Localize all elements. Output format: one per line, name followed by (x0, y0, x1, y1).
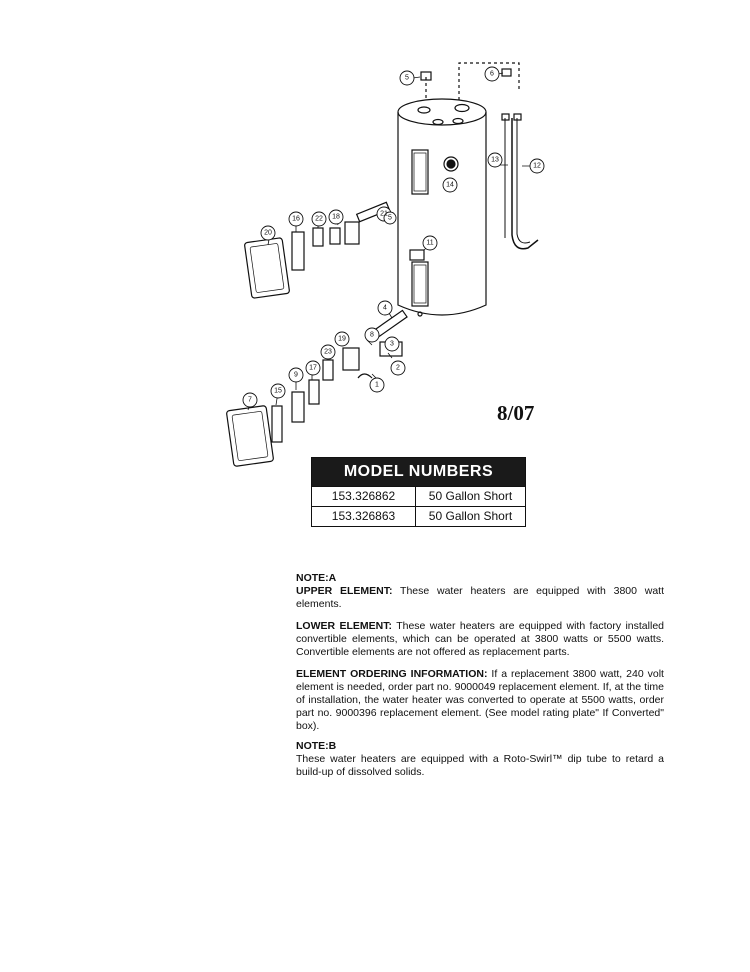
callout-label: 12 (533, 163, 541, 170)
callout-label: 19 (338, 336, 346, 343)
notes-section: NOTE:A UPPER ELEMENT: These water heater… (296, 572, 664, 788)
callout-label: 17 (309, 365, 317, 372)
upper-element-text: These water heaters are equipped with 38… (296, 585, 665, 610)
callout-label: 14 (446, 182, 454, 189)
upper-element-note: UPPER ELEMENT: These water heaters are e… (296, 585, 664, 611)
upper-cover (244, 237, 290, 299)
callout-label: 22 (315, 216, 323, 223)
callout-label: 1 (375, 382, 379, 389)
lower-access-opening (411, 261, 429, 307)
callout-label: 13 (491, 157, 499, 164)
note-b-heading: NOTE:B (296, 740, 337, 752)
tank-top (397, 98, 487, 126)
model-description: 50 Gallon Short (428, 509, 513, 523)
model-numbers-table: MODEL NUMBERS 153.326862 50 Gallon Short… (311, 457, 526, 527)
callout-label: 6 (490, 71, 494, 78)
table-row: 153.326863 50 Gallon Short (312, 506, 525, 526)
ordering-info-note: ELEMENT ORDERING INFORMATION: If a repla… (296, 668, 664, 733)
tank-body (397, 112, 487, 316)
note-a-heading: NOTE:A (296, 572, 337, 584)
callout-label: 4 (383, 305, 387, 312)
callout-label: 23 (324, 349, 332, 356)
callout-label: 9 (294, 372, 298, 379)
model-description: 50 Gallon Short (428, 489, 513, 503)
callout-label: 20 (264, 230, 272, 237)
table-row: 153.326862 50 Gallon Short (312, 486, 525, 506)
rating-plate (443, 156, 459, 172)
callouts (242, 66, 545, 408)
model-number: 153.326862 (312, 487, 416, 506)
dip-tube (511, 118, 539, 250)
callout-label: 18 (332, 214, 340, 221)
upper-access-opening (411, 149, 429, 195)
callout-label: 21 (380, 211, 388, 218)
upper-element-label: UPPER ELEMENT: (296, 585, 393, 597)
lower-element-label: LOWER ELEMENT: (296, 620, 392, 632)
callout-label: 5 (405, 75, 409, 82)
callout-label: 5 (388, 215, 392, 222)
model-table-title: MODEL NUMBERS (312, 458, 525, 486)
model-number: 153.326863 (312, 507, 416, 526)
ordering-info-text: If a replacement 3800 watt, 240 volt ele… (296, 668, 664, 732)
lower-element-text: These water heaters are equipped with fa… (296, 620, 664, 658)
lower-cover (226, 405, 274, 467)
note-b-text: These water heaters are equipped with a … (296, 753, 664, 778)
ordering-info-label: ELEMENT ORDERING INFORMATION: (296, 668, 488, 680)
callout-label: 11 (426, 240, 433, 247)
callout-label: 8 (370, 332, 374, 339)
callout-label: 2 (396, 365, 400, 372)
date-code: 8/07 (497, 401, 535, 425)
callout-label: 7 (248, 397, 252, 404)
callout-label: 3 (390, 341, 394, 348)
callout-label: 15 (274, 388, 282, 395)
lower-element-note: LOWER ELEMENT: These water heaters are e… (296, 620, 664, 659)
callout-label: 16 (292, 216, 300, 223)
